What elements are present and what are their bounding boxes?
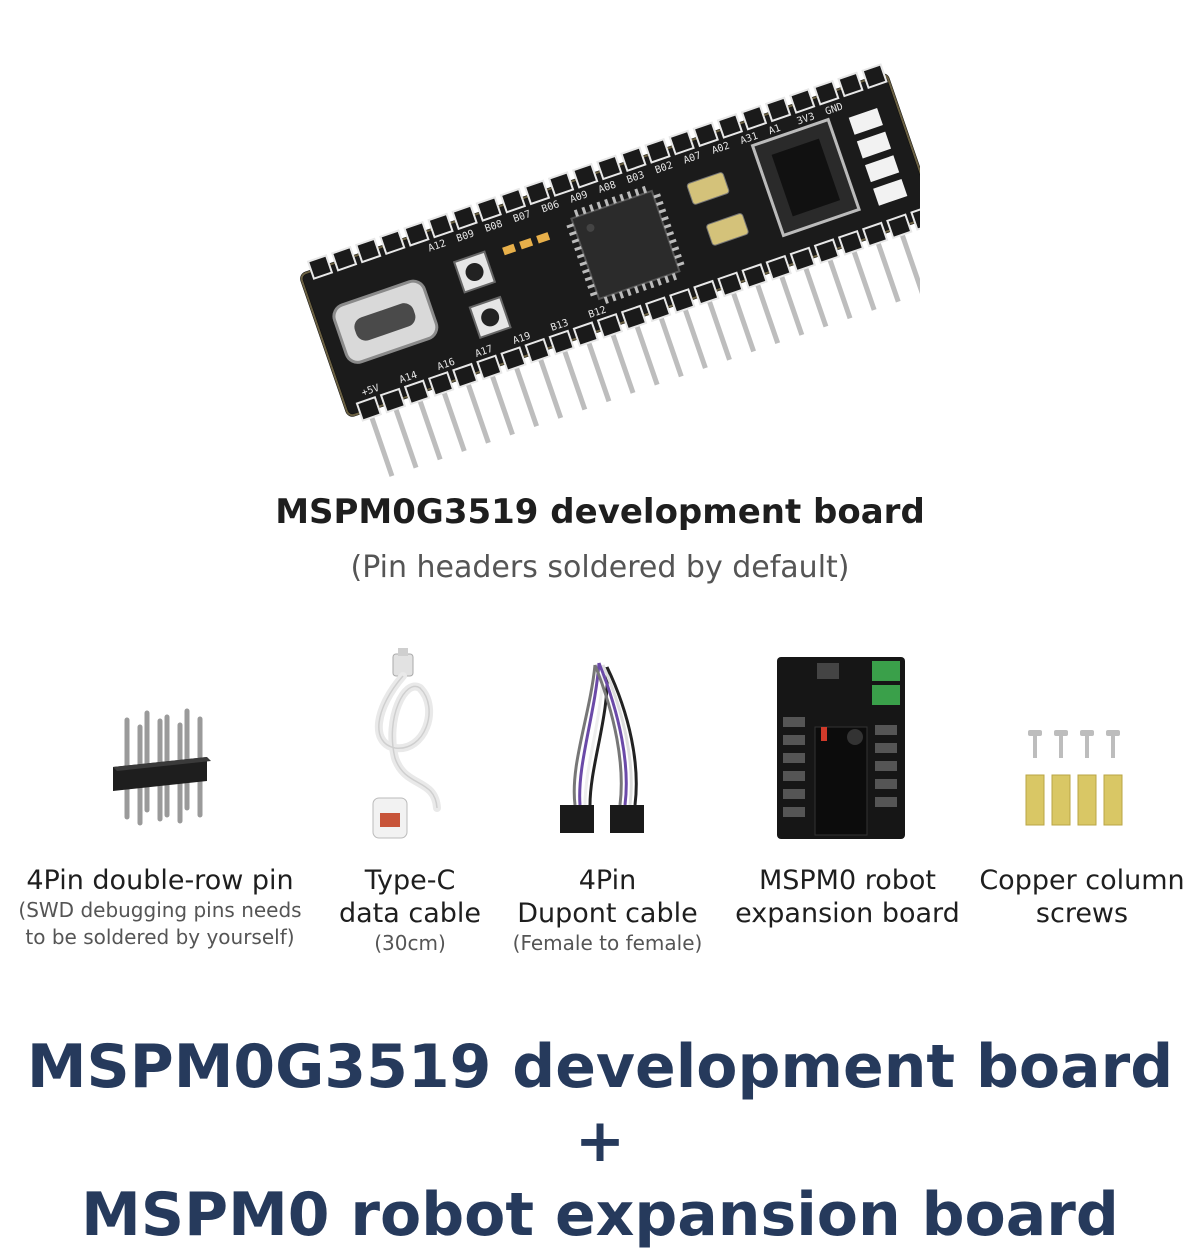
bottom-title-line2: MSPM0 robot expansion board [81, 1180, 1119, 1250]
caption-note: to be soldered by yourself) [25, 925, 295, 949]
copper-screws-icon [1025, 730, 1123, 826]
caption-title: expansion board [735, 898, 960, 929]
bottom-title-line1: MSPM0G3519 development board + [26, 1032, 1174, 1176]
svg-text:A1: A1 [767, 123, 782, 137]
dupont-cable-icon [560, 662, 644, 833]
bottom-title: MSPM0G3519 development board + MSPM0 rob… [0, 1030, 1200, 1252]
caption-title: screws [1035, 898, 1129, 929]
caption-title: Dupont cable [517, 898, 698, 929]
caption-expansion-board: MSPM0 robot expansion board [725, 864, 970, 930]
caption-pin-header: 4Pin double-row pin (SWD debugging pins … [5, 864, 315, 951]
pin-header-icon [113, 708, 211, 826]
caption-usb-cable: Type-C data cable (30cm) [320, 864, 500, 957]
caption-copper-screws: Copper column screws [972, 864, 1192, 930]
caption-note: (30cm) [374, 931, 446, 955]
development-board-image: A12B09B08B07B06A09A08B03B02A07A02A31A13V… [300, 63, 920, 477]
caption-note: (SWD debugging pins needs [18, 898, 302, 922]
product-title: MSPM0G3519 development board [275, 492, 925, 532]
caption-title: 4Pin [578, 865, 637, 896]
caption-title: 4Pin double-row pin [26, 865, 294, 896]
caption-title: Copper column [979, 865, 1185, 896]
caption-title: MSPM0 robot [758, 865, 937, 896]
usb-cable-icon [372, 648, 441, 839]
caption-note: (Female to female) [512, 931, 703, 955]
expansion-board-icon [777, 657, 905, 839]
product-subtitle: (Pin headers soldered by default) [350, 550, 850, 585]
caption-title: data cable [338, 898, 482, 929]
caption-title: Type-C [364, 865, 456, 896]
caption-dupont-cable: 4Pin Dupont cable (Female to female) [500, 864, 715, 957]
